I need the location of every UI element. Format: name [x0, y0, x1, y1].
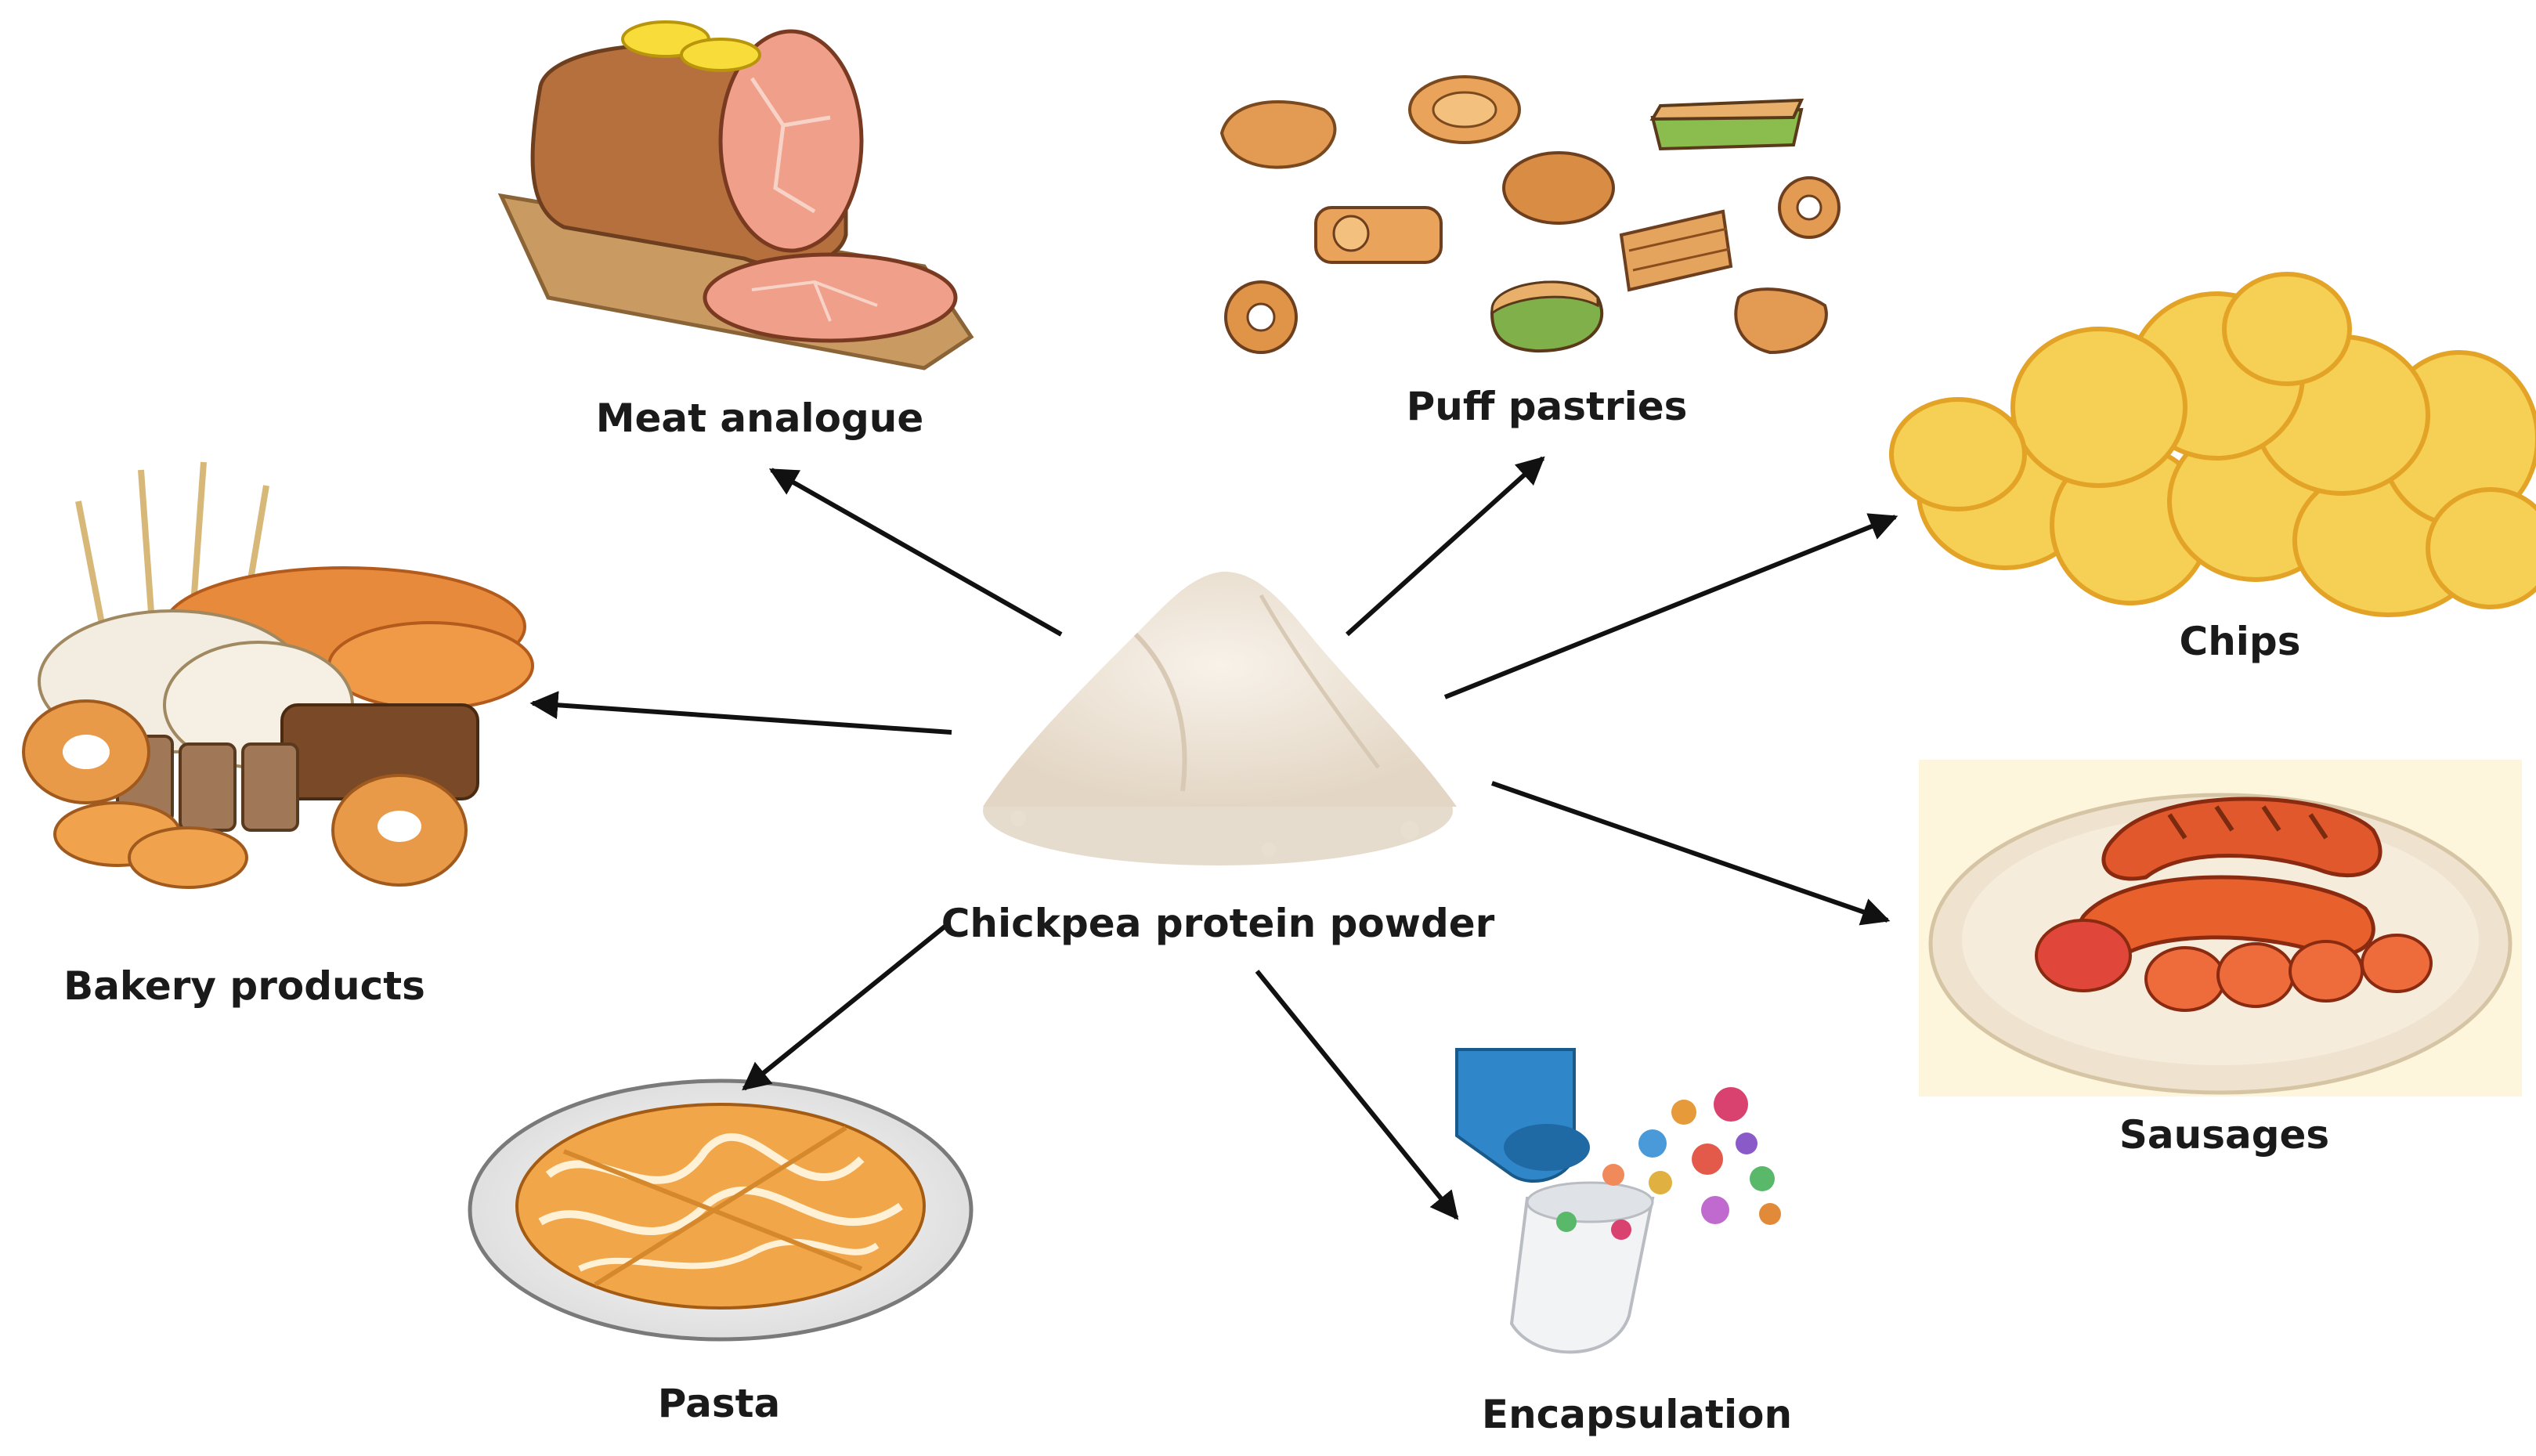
label-puff-pastries: Puff pastries	[1406, 384, 1688, 429]
capsule-icon	[1455, 1048, 1781, 1354]
arrow-to-bakery-products	[529, 691, 952, 735]
arrow-to-sausages	[1491, 781, 1891, 926]
bread-icon	[22, 461, 534, 889]
pasta-plate-icon	[468, 1078, 974, 1342]
arrow-to-pasta	[742, 922, 949, 1091]
label-chips: Chips	[2179, 619, 2301, 664]
pastries-icon	[1219, 75, 1841, 355]
label-meat-analogue: Meat analogue	[595, 396, 924, 441]
sausages-icon	[1919, 760, 2522, 1097]
label-encapsulation: Encapsulation	[1481, 1392, 1793, 1437]
arrows	[529, 456, 1898, 1220]
arrow-to-meat-analogue	[768, 468, 1063, 637]
ham-icon	[497, 20, 974, 370]
arrow-to-puff-pastries	[1345, 456, 1545, 637]
label-pasta: Pasta	[657, 1381, 781, 1426]
label-bakery-products: Bakery products	[63, 963, 425, 1009]
arrow-to-chips	[1443, 513, 1898, 699]
label-sausages: Sausages	[2119, 1112, 2330, 1158]
arrow-to-encapsulation	[1255, 970, 1459, 1220]
center-label: Chickpea protein powder	[941, 901, 1495, 946]
potato-chips-icon	[1889, 272, 2536, 617]
flour-pile-icon	[983, 571, 1457, 865]
